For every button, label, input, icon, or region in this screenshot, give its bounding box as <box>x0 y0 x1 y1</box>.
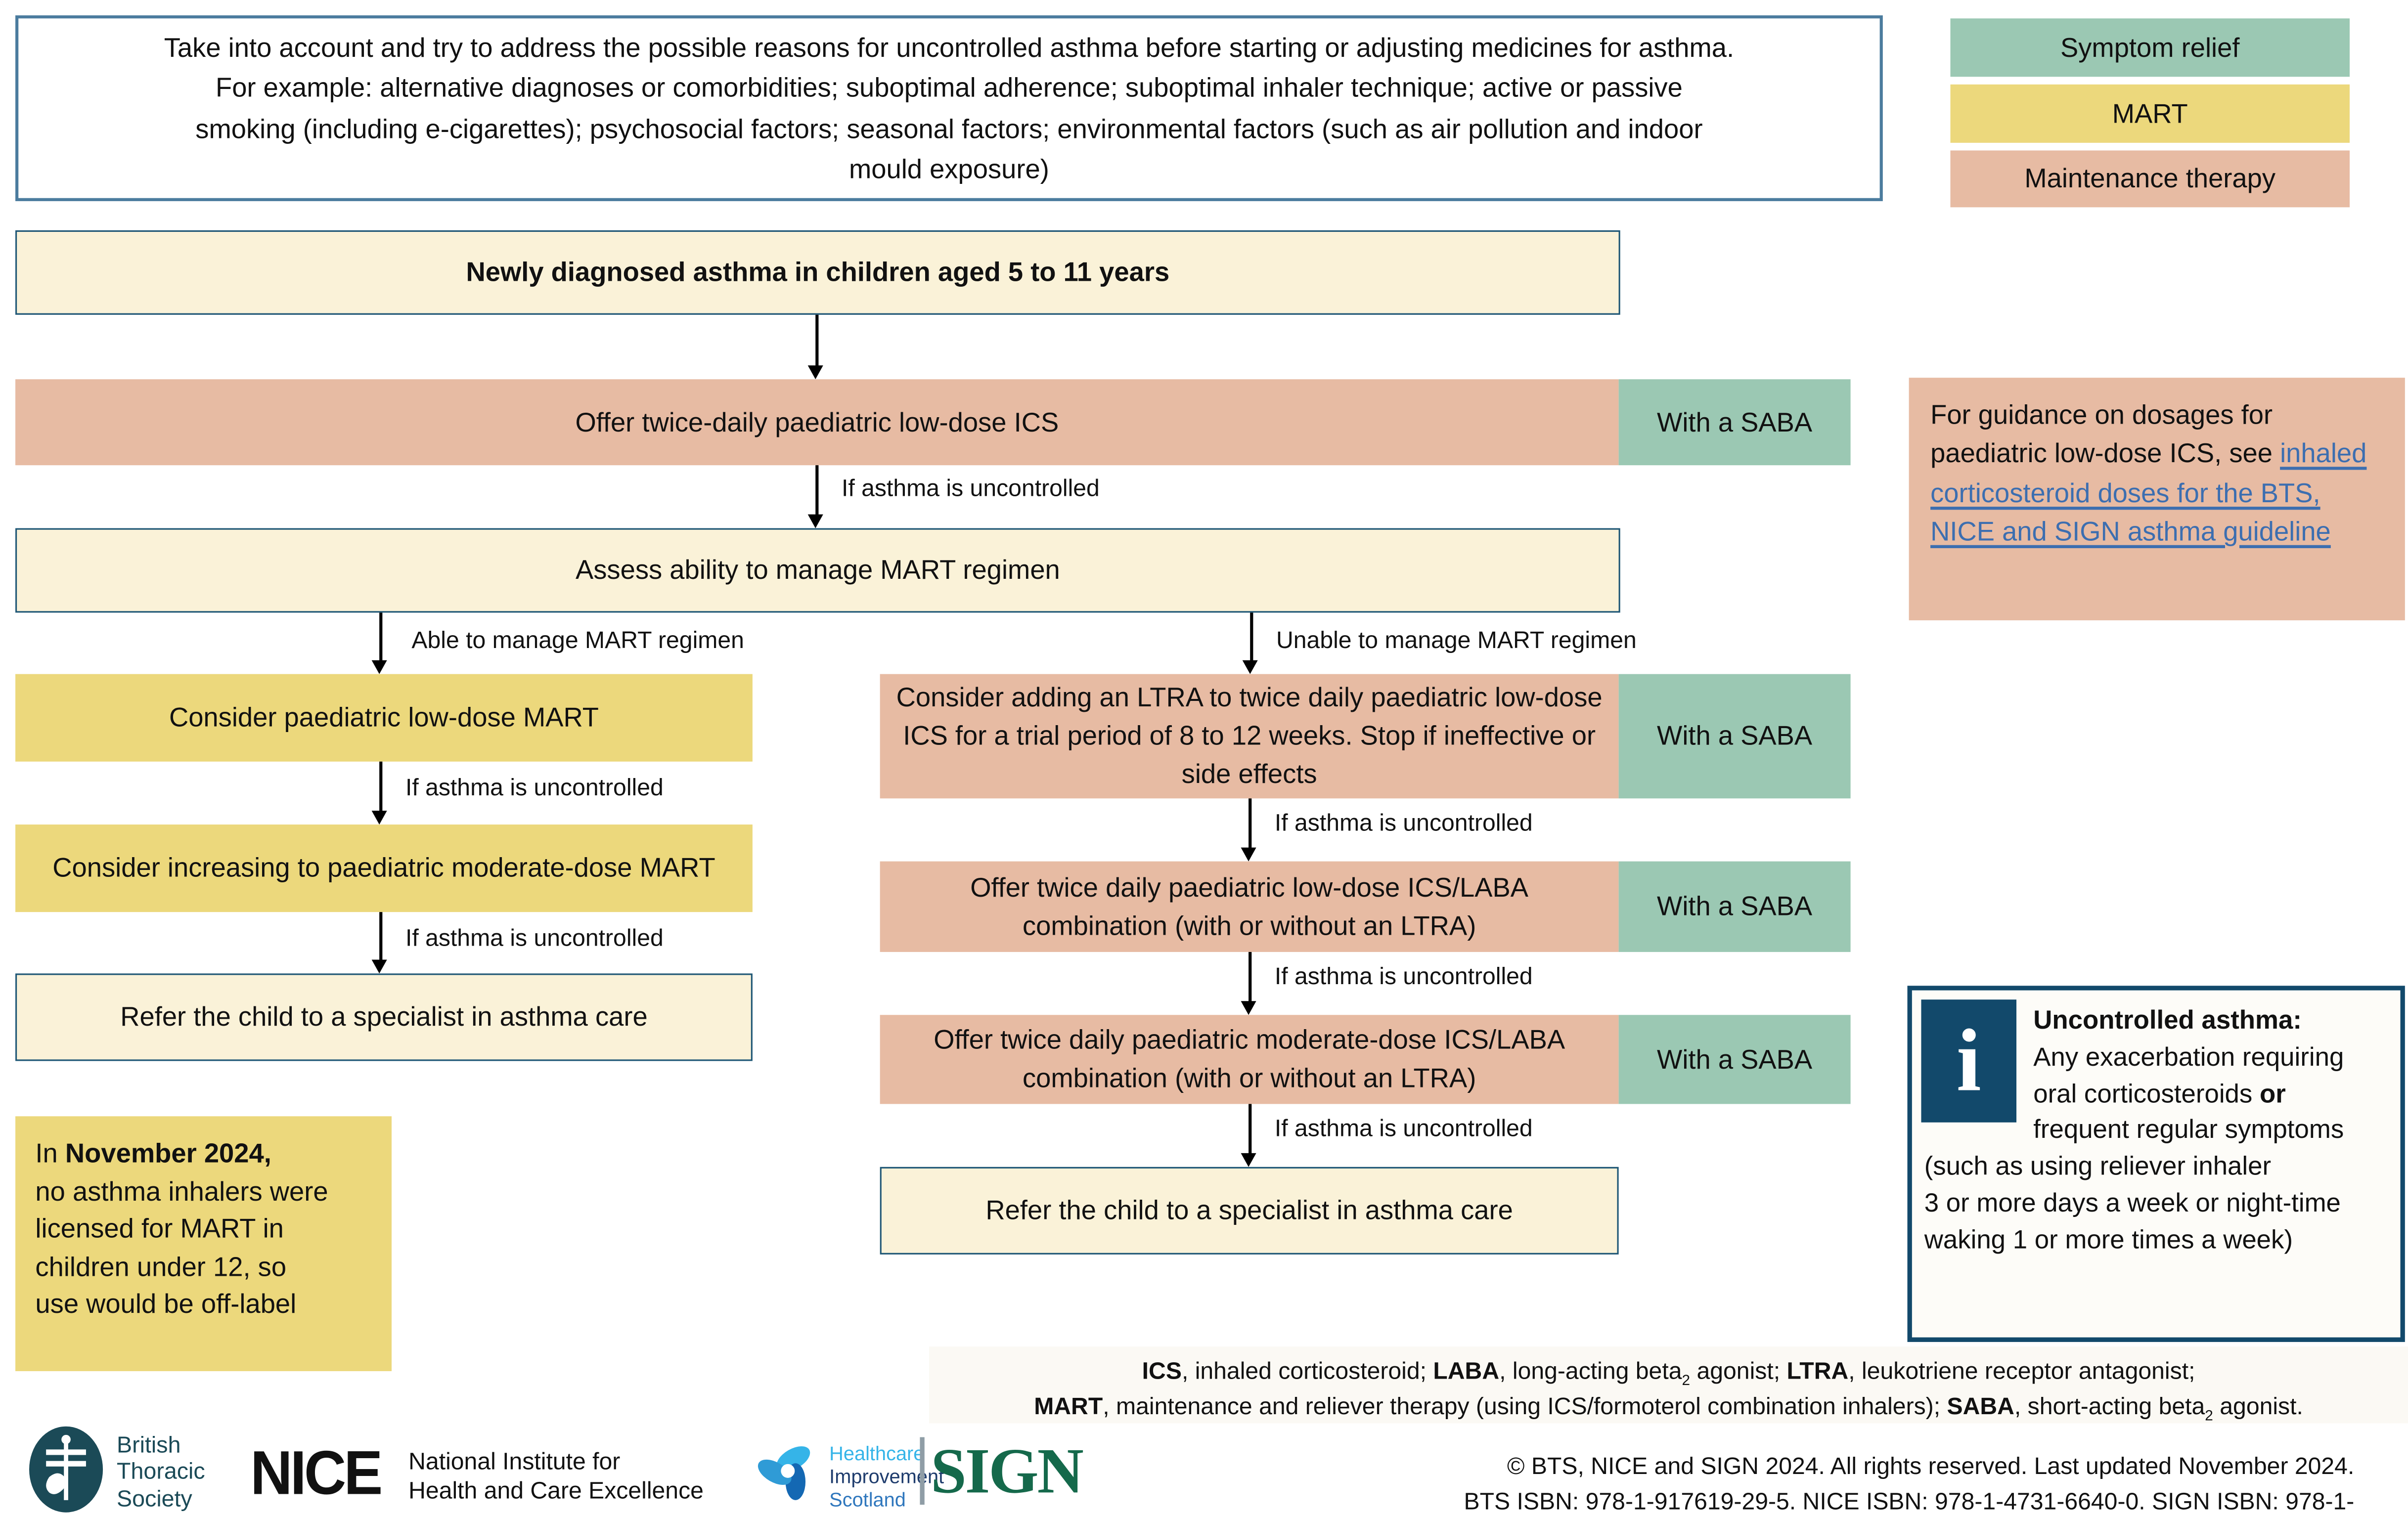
if-uncontrolled-label-1: If asthma is uncontrolled <box>842 476 1100 502</box>
legend-maintenance-therapy: Maintenance therapy <box>1950 150 2350 208</box>
if-uncontrolled-label-left-1: If asthma is uncontrolled <box>405 775 664 802</box>
nice-logo: NICE <box>250 1440 383 1509</box>
flow-right-low-dose-ics-laba: Offer twice daily paediatric low-dose IC… <box>880 861 1619 952</box>
bts-line: British <box>117 1432 181 1459</box>
nice-line: Health and Care Excellence <box>408 1479 704 1506</box>
legend-symptom-relief: Symptom relief <box>1950 18 2350 77</box>
arrow-down-icon <box>372 612 388 674</box>
sign-logo: SIGN <box>931 1437 1084 1508</box>
flow-left-low-dose-mart: Consider paediatric low-dose MART <box>15 674 753 762</box>
abbreviations-line-2: MART, maintenance and reliever therapy (… <box>1034 1394 2303 1426</box>
flow-assess-mart: Assess ability to manage MART regimen <box>15 528 1620 613</box>
legend-mart: MART <box>1950 84 2350 143</box>
uncontrolled-asthma-definition: Uncontrolled asthma: Any exacerbation re… <box>1924 1005 2344 1255</box>
arrow-down-icon <box>372 912 388 974</box>
dosage-guidance-box[interactable]: For guidance on dosages for paediatric l… <box>1909 378 2405 620</box>
his-line: Improvement <box>829 1465 944 1488</box>
info-icon: i <box>1921 999 2017 1123</box>
unable-branch-label: Unable to manage MART regimen <box>1276 628 1637 654</box>
logo-divider <box>920 1437 924 1505</box>
copyright-line-2: BTS ISBN: 978-1-917619-29-5. NICE ISBN: … <box>1464 1489 2355 1516</box>
nice-logo-text: National Institute for Health and Care E… <box>408 1448 704 1507</box>
if-uncontrolled-label-right-1: If asthma is uncontrolled <box>1274 811 1533 837</box>
bts-logo-text: British Thoracic Society <box>117 1432 205 1513</box>
with-saba-badge-1: With a SABA <box>1618 379 1851 466</box>
with-saba-badge-2: With a SABA <box>1618 674 1851 799</box>
copyright-line-1: © BTS, NICE and SIGN 2024. All rights re… <box>1507 1454 2355 1480</box>
flow-right-add-ltra: Consider adding an LTRA to twice daily p… <box>880 674 1619 799</box>
copyright: © BTS, NICE and SIGN 2024. All rights re… <box>1382 1449 2355 1517</box>
able-branch-label: Able to manage MART regimen <box>411 628 744 654</box>
flow-step-low-dose-ics: Offer twice-daily paediatric low-dose IC… <box>15 379 1619 466</box>
with-saba-badge-3: With a SABA <box>1618 861 1851 952</box>
arrow-down-icon <box>1241 798 1257 862</box>
his-line: Healthcare <box>829 1441 925 1465</box>
november-2024-note: In November 2024, no asthma inhalers wer… <box>15 1116 392 1371</box>
arrow-down-icon <box>1243 612 1258 674</box>
bts-logo-icon <box>28 1425 104 1514</box>
flow-left-refer-specialist: Refer the child to a specialist in asthm… <box>15 973 753 1061</box>
his-line: Scotland <box>829 1488 906 1512</box>
if-uncontrolled-label-left-2: If asthma is uncontrolled <box>405 926 664 952</box>
bts-line: Thoracic <box>117 1459 205 1486</box>
uncontrolled-asthma-info-box: i Uncontrolled asthma: Any exacerbation … <box>1907 986 2405 1342</box>
arrow-down-icon <box>808 314 824 380</box>
abbreviations: ICS, inhaled corticosteroid; LABA, long-… <box>929 1346 2408 1426</box>
flow-left-moderate-dose-mart: Consider increasing to paediatric modera… <box>15 824 753 912</box>
advisory-note: Take into account and try to address the… <box>15 15 1883 201</box>
if-uncontrolled-label-right-2: If asthma is uncontrolled <box>1274 964 1533 991</box>
nice-line: National Institute for <box>408 1449 621 1476</box>
arrow-down-icon <box>1241 1104 1257 1167</box>
if-uncontrolled-label-right-3: If asthma is uncontrolled <box>1274 1116 1533 1143</box>
arrow-down-icon <box>808 465 824 528</box>
his-logo-text: Healthcare Improvement Scotland <box>829 1442 944 1512</box>
his-logo-icon <box>756 1437 820 1505</box>
with-saba-badge-4: With a SABA <box>1618 1015 1851 1104</box>
flow-right-moderate-dose-ics-laba: Offer twice daily paediatric moderate-do… <box>880 1015 1619 1104</box>
abbreviations-line-1: ICS, inhaled corticosteroid; LABA, long-… <box>1142 1359 2195 1390</box>
flow-start-newly-diagnosed: Newly diagnosed asthma in children aged … <box>15 230 1620 315</box>
legend: Symptom relief MART Maintenance therapy <box>1950 18 2350 208</box>
arrow-down-icon <box>372 761 388 825</box>
flow-right-refer-specialist: Refer the child to a specialist in asthm… <box>880 1167 1619 1255</box>
arrow-down-icon <box>1241 952 1257 1015</box>
bts-line: Society <box>117 1486 192 1513</box>
